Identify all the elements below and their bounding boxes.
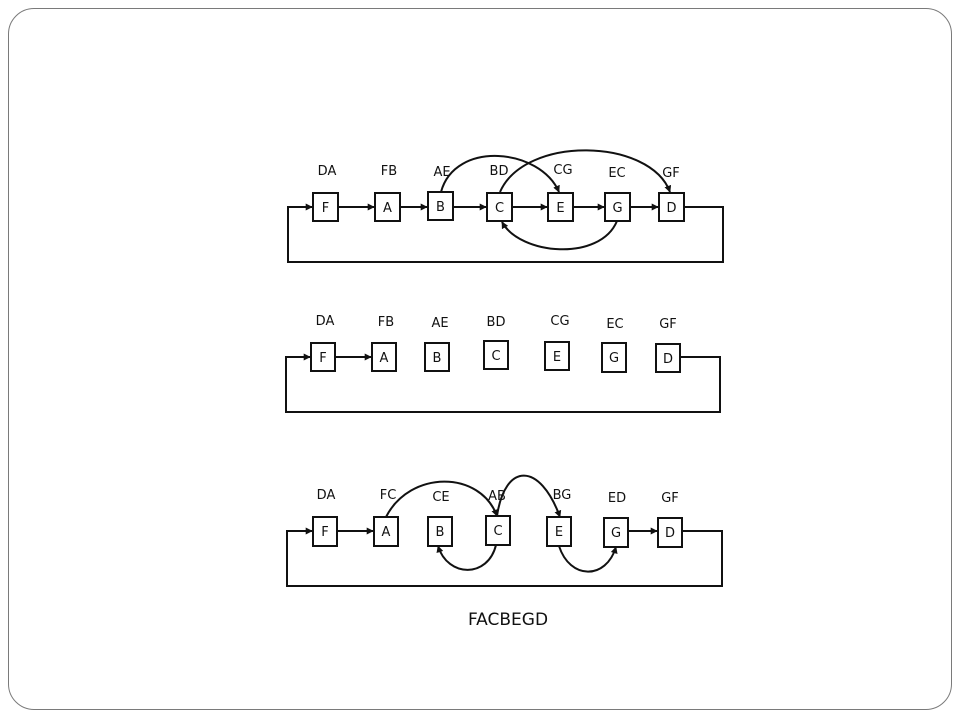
loop-arrow bbox=[286, 527, 723, 587]
node-box: C bbox=[483, 340, 509, 370]
pair-label: EC bbox=[608, 166, 625, 181]
pair-label: CE bbox=[432, 490, 449, 505]
curved-arrow bbox=[440, 155, 560, 193]
pair-label: ED bbox=[608, 491, 626, 506]
svg-text:F: F bbox=[321, 525, 328, 540]
curved-arrow bbox=[499, 149, 672, 193]
svg-text:G: G bbox=[612, 201, 622, 216]
pair-label: CG bbox=[553, 163, 572, 178]
pair-label: EC bbox=[606, 317, 623, 332]
svg-text:B: B bbox=[436, 525, 445, 540]
pair-label: BD bbox=[490, 164, 509, 179]
loop-arrow bbox=[285, 353, 721, 413]
node-box: G bbox=[601, 342, 627, 373]
curved-arrow bbox=[558, 545, 618, 573]
node-box: E bbox=[546, 516, 572, 547]
node-box: F bbox=[312, 516, 338, 547]
slide-frame bbox=[8, 8, 952, 710]
curved-arrow bbox=[496, 474, 562, 518]
svg-text:G: G bbox=[609, 351, 619, 366]
row-2: DA FB AE BD CG EC GF F A B C E G bbox=[285, 314, 721, 413]
svg-text:E: E bbox=[553, 350, 561, 365]
curved-arrow bbox=[501, 220, 618, 251]
node-box: E bbox=[544, 341, 570, 371]
node-box: E bbox=[547, 192, 574, 222]
pair-label: AE bbox=[433, 165, 450, 180]
svg-text:G: G bbox=[611, 526, 621, 541]
pair-label: CG bbox=[550, 314, 569, 329]
curved-arrow bbox=[385, 480, 499, 518]
svg-text:C: C bbox=[491, 349, 500, 364]
node-box: F bbox=[312, 192, 339, 222]
loop-arrow bbox=[287, 203, 724, 263]
svg-text:B: B bbox=[436, 200, 445, 215]
pair-label: DA bbox=[317, 488, 336, 503]
svg-text:B: B bbox=[433, 351, 442, 366]
svg-text:A: A bbox=[380, 351, 389, 366]
pair-label: DA bbox=[316, 314, 335, 329]
node-box: A bbox=[374, 192, 401, 222]
pair-label: GF bbox=[662, 166, 680, 181]
svg-text:A: A bbox=[383, 201, 392, 216]
pair-label: FB bbox=[381, 164, 397, 179]
pair-label: BG bbox=[553, 488, 572, 503]
svg-text:E: E bbox=[555, 525, 563, 540]
pair-label: DA bbox=[318, 164, 337, 179]
node-box: D bbox=[657, 517, 683, 548]
node-box: C bbox=[486, 192, 513, 222]
result-caption: FACBEGD bbox=[468, 610, 548, 630]
node-box: A bbox=[373, 516, 399, 547]
node-box: D bbox=[658, 192, 685, 222]
svg-text:C: C bbox=[495, 201, 504, 216]
node-box: F bbox=[310, 342, 336, 372]
pair-label: FB bbox=[378, 315, 394, 330]
svg-text:E: E bbox=[556, 201, 564, 216]
svg-text:D: D bbox=[666, 201, 676, 216]
node-box: C bbox=[485, 515, 511, 546]
svg-text:D: D bbox=[665, 526, 675, 541]
node-box: A bbox=[371, 342, 397, 372]
node-box: G bbox=[604, 192, 631, 222]
row-1: DA FB AE BD CG EC GF F A B C E G bbox=[287, 149, 724, 263]
node-box: G bbox=[603, 517, 629, 548]
svg-text:F: F bbox=[319, 351, 326, 366]
pair-label: FC bbox=[380, 488, 397, 503]
svg-text:F: F bbox=[322, 201, 329, 216]
svg-text:D: D bbox=[663, 352, 673, 367]
svg-text:A: A bbox=[382, 525, 391, 540]
pair-label: AE bbox=[431, 316, 448, 331]
pair-label: GF bbox=[659, 317, 677, 332]
curved-arrow bbox=[436, 544, 497, 571]
svg-text:C: C bbox=[493, 524, 502, 539]
node-box: B bbox=[424, 342, 450, 372]
node-box: B bbox=[427, 516, 453, 547]
pair-label: BD bbox=[487, 315, 506, 330]
row-3: DA FC CE AB BG ED GF F A B C E G bbox=[286, 474, 723, 587]
node-box: D bbox=[655, 343, 681, 373]
pair-label: GF bbox=[661, 491, 679, 506]
node-box: B bbox=[427, 191, 454, 221]
